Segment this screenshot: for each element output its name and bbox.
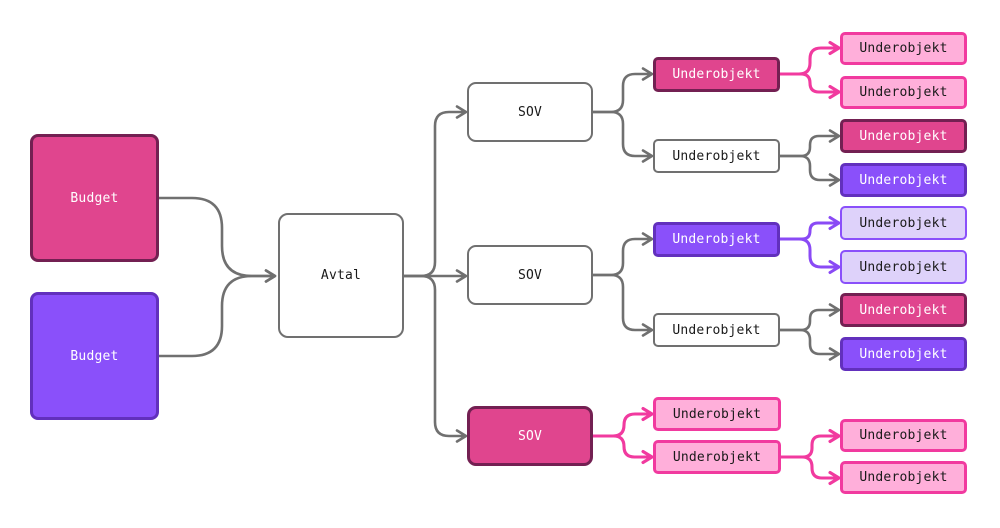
node-u2-mid-4: Underobjekt bbox=[840, 337, 967, 371]
node-u1-bot-1: Underobjekt bbox=[653, 397, 781, 431]
node-u2-top-4: Underobjekt bbox=[840, 163, 967, 197]
node-u1-top-2: Underobjekt bbox=[653, 139, 780, 173]
edge-connector bbox=[778, 328, 841, 361]
node-sov-3: SOV bbox=[467, 406, 593, 466]
node-u1-mid-1: Underobjekt bbox=[653, 222, 780, 257]
node-u2-bot-1: Underobjekt bbox=[840, 419, 967, 452]
node-u2-top-3: Underobjekt bbox=[840, 119, 967, 153]
node-sov-2: SOV bbox=[467, 245, 593, 305]
edge-connector bbox=[779, 455, 841, 486]
node-u2-top-2: Underobjekt bbox=[840, 76, 967, 109]
node-sov-1: SOV bbox=[467, 82, 593, 142]
node-budget-1: Budget bbox=[30, 134, 159, 262]
node-avtal: Avtal bbox=[278, 213, 404, 338]
node-u2-mid-1: Underobjekt bbox=[840, 206, 967, 240]
edge-connector bbox=[591, 110, 654, 163]
node-u1-top-1: Underobjekt bbox=[653, 57, 780, 92]
edge-connector bbox=[402, 274, 468, 443]
edge-connector bbox=[778, 154, 841, 187]
edge-connector bbox=[591, 434, 654, 465]
edge-connector bbox=[591, 273, 654, 337]
node-u2-bot-2: Underobjekt bbox=[840, 461, 967, 494]
node-budget-2: Budget bbox=[30, 292, 159, 420]
node-u2-mid-2: Underobjekt bbox=[840, 250, 967, 284]
node-u1-bot-2: Underobjekt bbox=[653, 440, 781, 474]
edge-connector bbox=[778, 72, 841, 100]
node-u2-mid-3: Underobjekt bbox=[840, 293, 967, 327]
node-u2-top-1: Underobjekt bbox=[840, 32, 967, 65]
edge-connector bbox=[157, 269, 277, 358]
edge-connector bbox=[778, 237, 841, 274]
node-u1-mid-2: Underobjekt bbox=[653, 313, 780, 347]
